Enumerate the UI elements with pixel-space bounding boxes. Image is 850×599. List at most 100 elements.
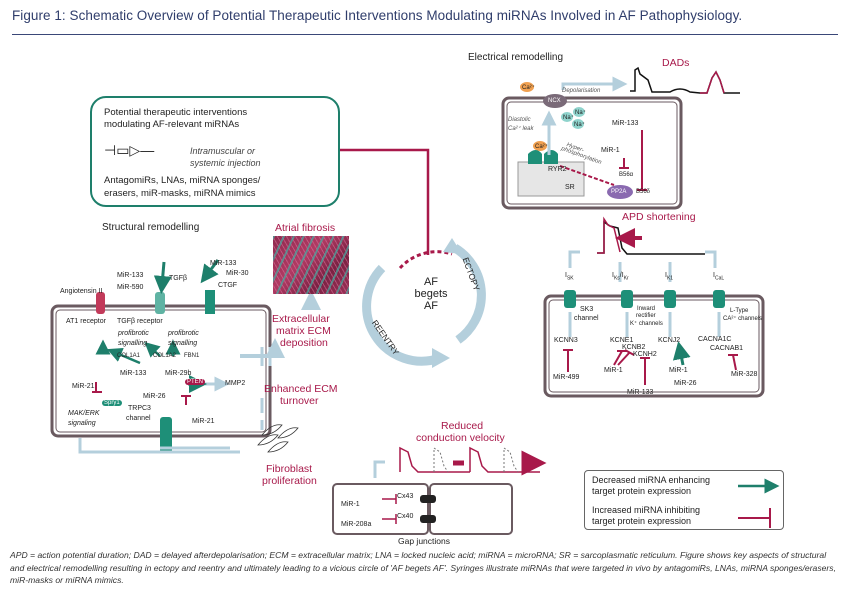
gene-kcnb2: KCNB2 bbox=[622, 344, 646, 351]
legend-item1-line1: Decreased miRNA enhancing bbox=[592, 475, 711, 485]
apd-mir499: MiR-499 bbox=[553, 374, 580, 381]
fibroblast-cells bbox=[257, 424, 299, 453]
legend-item1-line2: target protein expression bbox=[592, 486, 692, 496]
depolarisation-label: Depolarisation bbox=[562, 88, 601, 94]
apd-mir1-a: MiR-1 bbox=[604, 367, 623, 374]
reentry-arrowhead bbox=[432, 348, 450, 368]
electrical-mir133: MiR-133 bbox=[612, 120, 639, 127]
electrical-mir1: MiR-1 bbox=[601, 147, 620, 154]
gap-junction-cx43 bbox=[420, 495, 436, 503]
fibroblast-line1: Fibroblast bbox=[266, 463, 313, 475]
electrical-heading: Electrical remodelling bbox=[468, 52, 564, 63]
therapy-agents-line1: AntagomiRs, LNAs, miRNA sponges/ bbox=[104, 175, 261, 186]
na-label-2: Na⁺ bbox=[575, 110, 586, 116]
atrial-fibrosis-image bbox=[273, 236, 349, 294]
gap-cell-right bbox=[429, 483, 513, 535]
conduction-line1: Reduced bbox=[441, 420, 484, 432]
sr-compartment bbox=[517, 161, 585, 197]
gene-kcne1: KCNE1 bbox=[610, 337, 634, 344]
gene-cacnab1: CACNAB1 bbox=[710, 345, 744, 352]
legend-box bbox=[584, 470, 784, 530]
apd-cell bbox=[543, 294, 765, 398]
apd-mir328: MiR-328 bbox=[731, 371, 758, 378]
ecm-deposition-line2: matrix ECM bbox=[276, 325, 331, 337]
therapy-box bbox=[90, 96, 340, 207]
ecm-turnover-line1: Enhanced ECM bbox=[264, 383, 338, 395]
spry1-label: Spry1 bbox=[102, 400, 122, 406]
conduction-trace-1 bbox=[399, 446, 470, 473]
na-label-3: Na⁺ bbox=[574, 122, 585, 128]
b56a-label: B56α bbox=[619, 172, 634, 178]
legend-item2-line1: Increased miRNA inhibiting bbox=[592, 505, 701, 515]
pten-label: PTEN bbox=[185, 379, 206, 385]
legend-inhibit-symbol bbox=[738, 508, 771, 528]
apd-mir133: MiR-133 bbox=[627, 389, 654, 396]
mak-erk-label-1: MAK/ERK bbox=[68, 410, 100, 417]
sk3-label-1: SK3 bbox=[580, 306, 594, 313]
fbn1-label: FBN1 bbox=[184, 353, 200, 359]
gap-cx43: Cx43 bbox=[397, 493, 414, 500]
profibrotic-label-1: profibrotic bbox=[118, 330, 149, 337]
gene-kcnj2: KCNJ2 bbox=[658, 337, 681, 344]
b56d-label: B56δ bbox=[636, 189, 651, 195]
pp2a-shape bbox=[607, 185, 633, 199]
current-ik1: IK1 bbox=[665, 272, 674, 282]
signalling-label-1: signalling bbox=[118, 340, 148, 347]
ncx-exchanger bbox=[543, 94, 567, 108]
gap-cx40: Cx40 bbox=[397, 513, 414, 520]
trpc3-label-2: channel bbox=[126, 415, 151, 422]
apd-inhibition-lines bbox=[563, 349, 738, 385]
ion-channels bbox=[564, 290, 725, 308]
mirna-mir133-top: MiR-133 bbox=[117, 272, 144, 279]
figure-caption: APD = action potential duration; DAD = d… bbox=[10, 550, 836, 585]
apd-shortening-heading: APD shortening bbox=[622, 211, 696, 223]
cycle-center-line2: begets bbox=[414, 288, 448, 300]
inward-label-3: K⁺ channels bbox=[630, 321, 663, 327]
legend-item2-line2: target protein expression bbox=[592, 516, 692, 526]
ca-ion-mid bbox=[533, 141, 547, 151]
conduction-trace-2 bbox=[469, 446, 540, 473]
mirna-mir29b: MiR-29b bbox=[165, 370, 192, 377]
gene-kcnn3: KCNN3 bbox=[554, 337, 578, 344]
gap-mir208a: MiR-208a bbox=[341, 521, 372, 528]
therapy-connector bbox=[340, 148, 430, 255]
signalling-label-2: signalling bbox=[168, 340, 198, 347]
tgfb-receptor-shape bbox=[155, 292, 165, 314]
tgfb-label: TGFβ bbox=[169, 275, 188, 282]
sr-label: SR bbox=[565, 184, 575, 191]
col1a2-label: COL1A2 bbox=[153, 353, 177, 359]
ctgf-label: CTGF bbox=[218, 282, 238, 289]
mirna-mir590: MiR-590 bbox=[117, 284, 144, 291]
current-iks-ikr: IKs/IKr bbox=[612, 272, 629, 282]
cycle-center-line1: AF bbox=[423, 276, 439, 288]
diastolic-label-1: Diastolic bbox=[508, 117, 531, 123]
ectopy-arc bbox=[452, 244, 486, 344]
ltype-label-1: L-Type bbox=[730, 308, 749, 314]
gap-mir1: MiR-1 bbox=[341, 501, 360, 508]
gene-cacna1c: CACNA1C bbox=[698, 336, 732, 343]
profibrotic-label-2: profibrotic bbox=[168, 330, 199, 337]
cycle-dashed-arc bbox=[398, 250, 453, 270]
trpc3-label-1: TRPC3 bbox=[128, 405, 151, 412]
at1-receptor-shape bbox=[96, 292, 105, 314]
cycle-center-line3: AF bbox=[423, 300, 439, 312]
mmp2-label: MMP2 bbox=[225, 380, 246, 387]
at1-receptor-label: AT1 receptor bbox=[66, 318, 106, 325]
title-divider bbox=[12, 34, 838, 35]
trpc3-channel-shape bbox=[160, 417, 172, 453]
inward-label-2: rectifier bbox=[636, 313, 656, 319]
gap-junctions-label: Gap junctions bbox=[398, 536, 450, 546]
col1a1-label: COL1A1 bbox=[117, 353, 141, 359]
ectopy-arrowhead bbox=[443, 238, 462, 254]
sk3-label-2: channel bbox=[574, 315, 599, 322]
na-label-1: Na⁺ bbox=[563, 115, 574, 121]
ca-ion-top bbox=[520, 82, 534, 92]
ca-top-label: Ca²⁺ bbox=[522, 85, 535, 91]
gap-cell-left bbox=[332, 483, 429, 535]
atrial-fibrosis-label: Atrial fibrosis bbox=[275, 222, 336, 234]
mirna-mir21-right: MiR-21 bbox=[192, 418, 215, 425]
mak-erk-label-2: signaling bbox=[68, 420, 96, 427]
fibroblast-line2: proliferation bbox=[262, 475, 317, 487]
mirna-mir30: MiR-30 bbox=[226, 270, 249, 277]
mirna-mir133-mid: MiR-133 bbox=[120, 370, 147, 377]
